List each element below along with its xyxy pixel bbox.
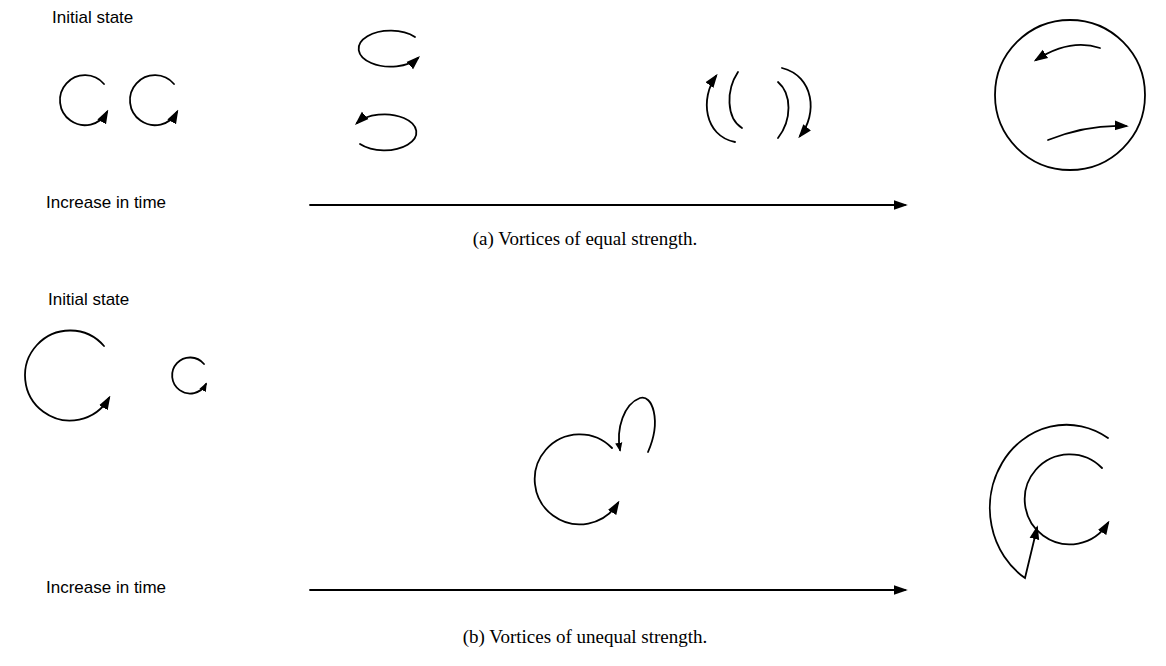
vortex-arc: [535, 434, 618, 524]
figure-caption: (a) Vortices of equal strength.: [473, 228, 698, 250]
time-arrow: [310, 589, 905, 591]
vortex-arc: [60, 75, 107, 125]
vortex-arc: [619, 398, 655, 452]
vortex-arc: [729, 72, 742, 128]
vortex-arc: [130, 75, 177, 125]
vortex-arc: [359, 31, 418, 67]
stage-label: Initial state: [48, 290, 129, 310]
merged-vortex: [995, 20, 1145, 170]
figure-caption: (b) Vortices of unequal strength.: [463, 626, 708, 648]
axis-label: Increase in time: [46, 193, 166, 213]
vortex-arc: [1036, 45, 1100, 60]
vortex-arc: [25, 331, 109, 421]
vortex-arc: [778, 82, 789, 138]
stage-label: Initial state: [52, 8, 133, 28]
axis-label: Increase in time: [46, 578, 166, 598]
vortex-arc: [1048, 126, 1126, 140]
vortex-arc: [172, 357, 206, 393]
vortex-arc: [990, 425, 1108, 578]
time-arrow: [310, 204, 905, 206]
vortex-arc: [357, 114, 416, 150]
vortex-arc: [782, 68, 811, 136]
